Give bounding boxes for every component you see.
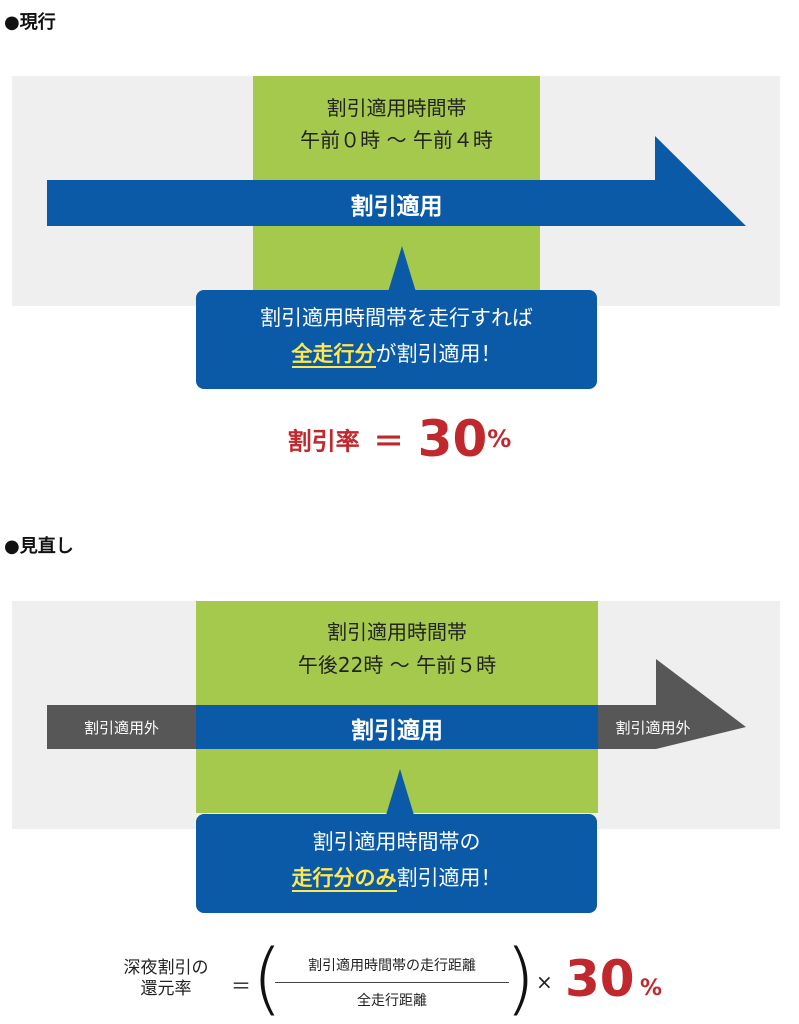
- formula-unit: %: [640, 976, 663, 1001]
- arrow-blue-middle: [196, 705, 598, 749]
- bar-label-current: 割引適用: [350, 194, 443, 220]
- section-title-current: ●現行: [4, 12, 56, 33]
- callout-line2-rest-current: が割引適用！: [375, 342, 502, 366]
- callout-highlight-revised: 走行分のみ: [291, 866, 397, 892]
- fraction-denominator: 全走行距離: [357, 993, 427, 1009]
- discount-arrow-revised: [47, 659, 746, 749]
- callout-highlight-current: 全走行分: [291, 342, 376, 368]
- callout-current: 割引適用時間帯を走行すれば 全走行分が割引適用！: [196, 290, 597, 389]
- band-title-current: 割引適用時間帯: [326, 96, 467, 120]
- formula-left-label: 深夜割引の 還元率: [112, 958, 220, 1000]
- paren-right: ): [505, 934, 536, 1024]
- callout-line1-current: 割引適用時間帯を走行すれば: [260, 306, 533, 330]
- discount-arrow-current: [47, 136, 746, 226]
- rate-unit: %: [487, 425, 512, 453]
- arrow-gray-right: [598, 659, 746, 749]
- callout-pointer-revised: [386, 769, 414, 815]
- fraction-numerator: 割引適用時間帯の走行距離: [308, 958, 476, 974]
- formula-left-line2: 還元率: [140, 979, 192, 999]
- formula-equals: ＝: [231, 974, 251, 998]
- callout-line1-revised: 割引適用時間帯の: [312, 830, 481, 854]
- band-time-revised: 午後22時 〜 午前５時: [297, 653, 497, 677]
- callout-line2-revised: 走行分のみ割引適用！: [196, 860, 597, 896]
- callout-revised: 割引適用時間帯の 走行分のみ割引適用！: [196, 814, 597, 913]
- callout-line2-rest-revised: 割引適用！: [396, 866, 502, 890]
- rate-equals: ＝: [373, 425, 404, 460]
- formula-left-line1: 深夜割引の: [123, 958, 209, 978]
- callout-pointer-current: [388, 246, 416, 292]
- outside-label-left: 割引適用外: [83, 719, 159, 737]
- section-title-revised: ●見直し: [4, 536, 74, 557]
- formula-times: ×: [536, 970, 553, 994]
- fraction-line: [275, 982, 509, 983]
- rate-label: 割引率: [287, 427, 360, 456]
- paren-left: (: [252, 934, 283, 1024]
- arrow-gray-left: [47, 705, 196, 749]
- callout-line2-current: 全走行分が割引適用！: [196, 336, 597, 372]
- formula-value: 30: [565, 950, 635, 1008]
- rate-value: 30: [417, 410, 488, 468]
- band-title-revised: 割引適用時間帯: [327, 620, 467, 644]
- bar-label-revised: 割引適用: [351, 718, 443, 744]
- discount-rate-current: 割引率 ＝ 30%: [0, 410, 799, 468]
- band-time-current: 午前０時 〜 午前４時: [300, 128, 493, 152]
- arrow-shape-current: [47, 136, 746, 226]
- outside-label-right: 割引適用外: [615, 719, 691, 737]
